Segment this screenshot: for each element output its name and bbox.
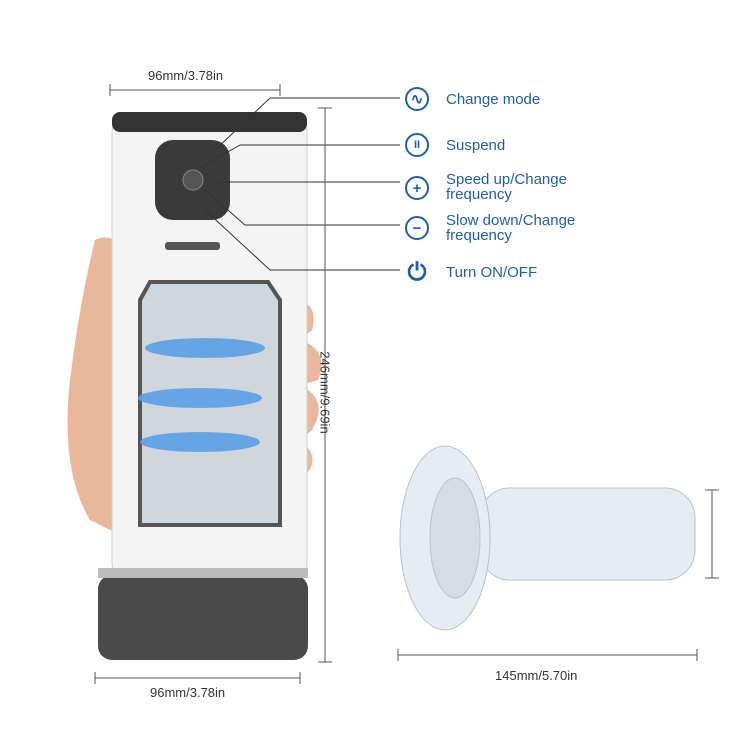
top-width-label: 96mm/3.78in [148,68,224,83]
device-top-cap [112,112,307,132]
height-label: 246mm/9.69in [317,351,333,434]
sleeve [399,445,696,631]
plus-icon: + [405,176,429,200]
speed-up-label: Speed up/Change frequency [446,171,567,203]
minus-icon: − [405,216,429,240]
wave-icon: ∿ [405,87,429,111]
sleeve-length-label: 145mm/5.70in [495,668,578,683]
bottom-width-label: 96mm/3.78in [150,685,226,700]
power-icon: ⏻ [407,259,427,286]
device-base [98,575,308,660]
suspend-label: Suspend [446,137,506,154]
pause-icon: II [405,133,429,157]
slow-down-label: Slow down/Change frequency [446,212,576,244]
change-mode-label: Change mode [446,91,541,108]
led-indicator [165,242,220,250]
power-label: Turn ON/OFF [446,264,538,281]
